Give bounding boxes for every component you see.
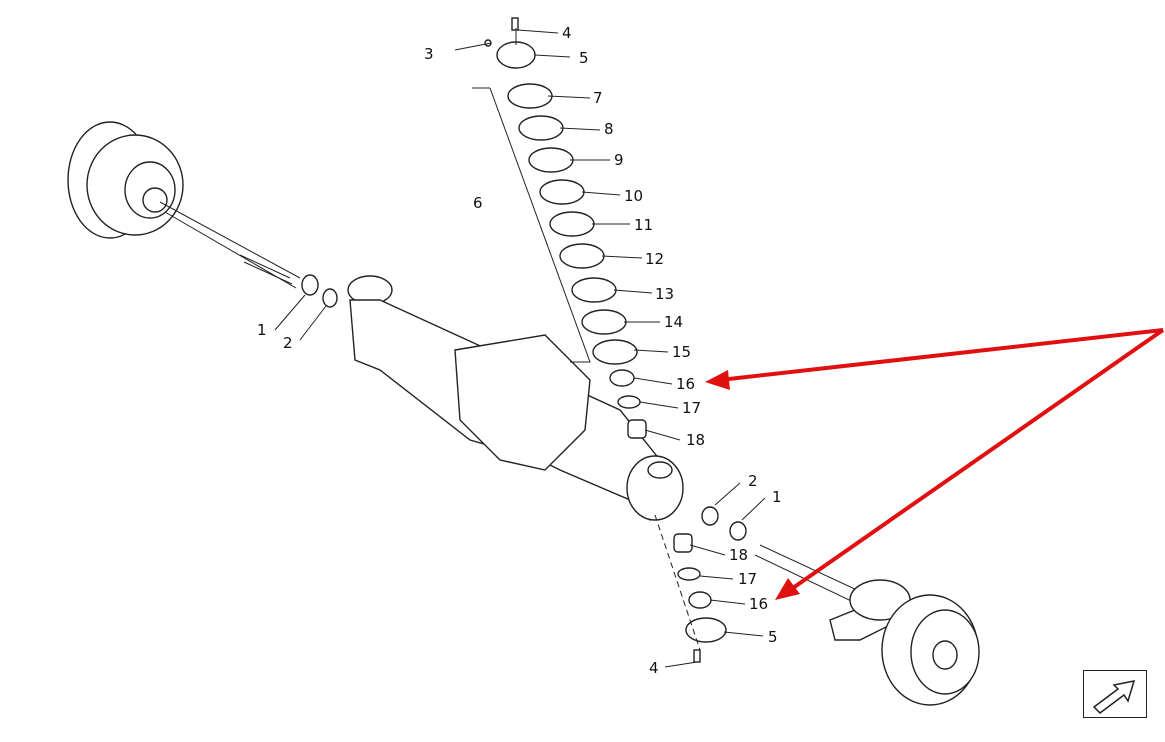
lower-kingpin-parts [654, 506, 747, 663]
label-15: 15 [672, 343, 692, 361]
arrow-up-right-icon [1092, 680, 1136, 714]
right-wheel-hub [754, 544, 980, 706]
label-right-1: 1 [772, 488, 782, 506]
label-top-17: 17 [682, 399, 702, 417]
left-seal-1 [301, 274, 319, 296]
label-6: 6 [473, 194, 483, 212]
label-9: 9 [614, 151, 624, 169]
orientation-icon-box [1083, 670, 1147, 718]
label-right-2: 2 [748, 472, 758, 490]
label-left-2: 2 [283, 334, 293, 352]
label-bot-5: 5 [768, 628, 778, 646]
label-11: 11 [634, 216, 654, 234]
left-axle-shaft [159, 201, 301, 289]
label-bot-17: 17 [738, 570, 758, 588]
label-top-4: 4 [562, 24, 572, 42]
label-8: 8 [604, 120, 614, 138]
label-12: 12 [645, 250, 665, 268]
label-7: 7 [593, 89, 603, 107]
left-ring-2 [322, 288, 338, 308]
label-top-16: 16 [676, 375, 696, 393]
label-left-1: 1 [257, 321, 267, 339]
label-bot-18: 18 [729, 546, 749, 564]
label-14: 14 [664, 313, 684, 331]
label-top-18: 18 [686, 431, 706, 449]
axle-housing [347, 275, 684, 521]
label-bot-16: 16 [749, 595, 769, 613]
label-top-5: 5 [579, 49, 589, 67]
leader-lines [274, 29, 766, 668]
label-13: 13 [655, 285, 675, 303]
label-10: 10 [624, 187, 644, 205]
shim-stack [472, 17, 647, 439]
left-wheel-hub [67, 121, 184, 239]
label-bot-4: 4 [649, 659, 659, 677]
callout-arrows [705, 328, 1165, 600]
label-top-3: 3 [424, 45, 434, 63]
